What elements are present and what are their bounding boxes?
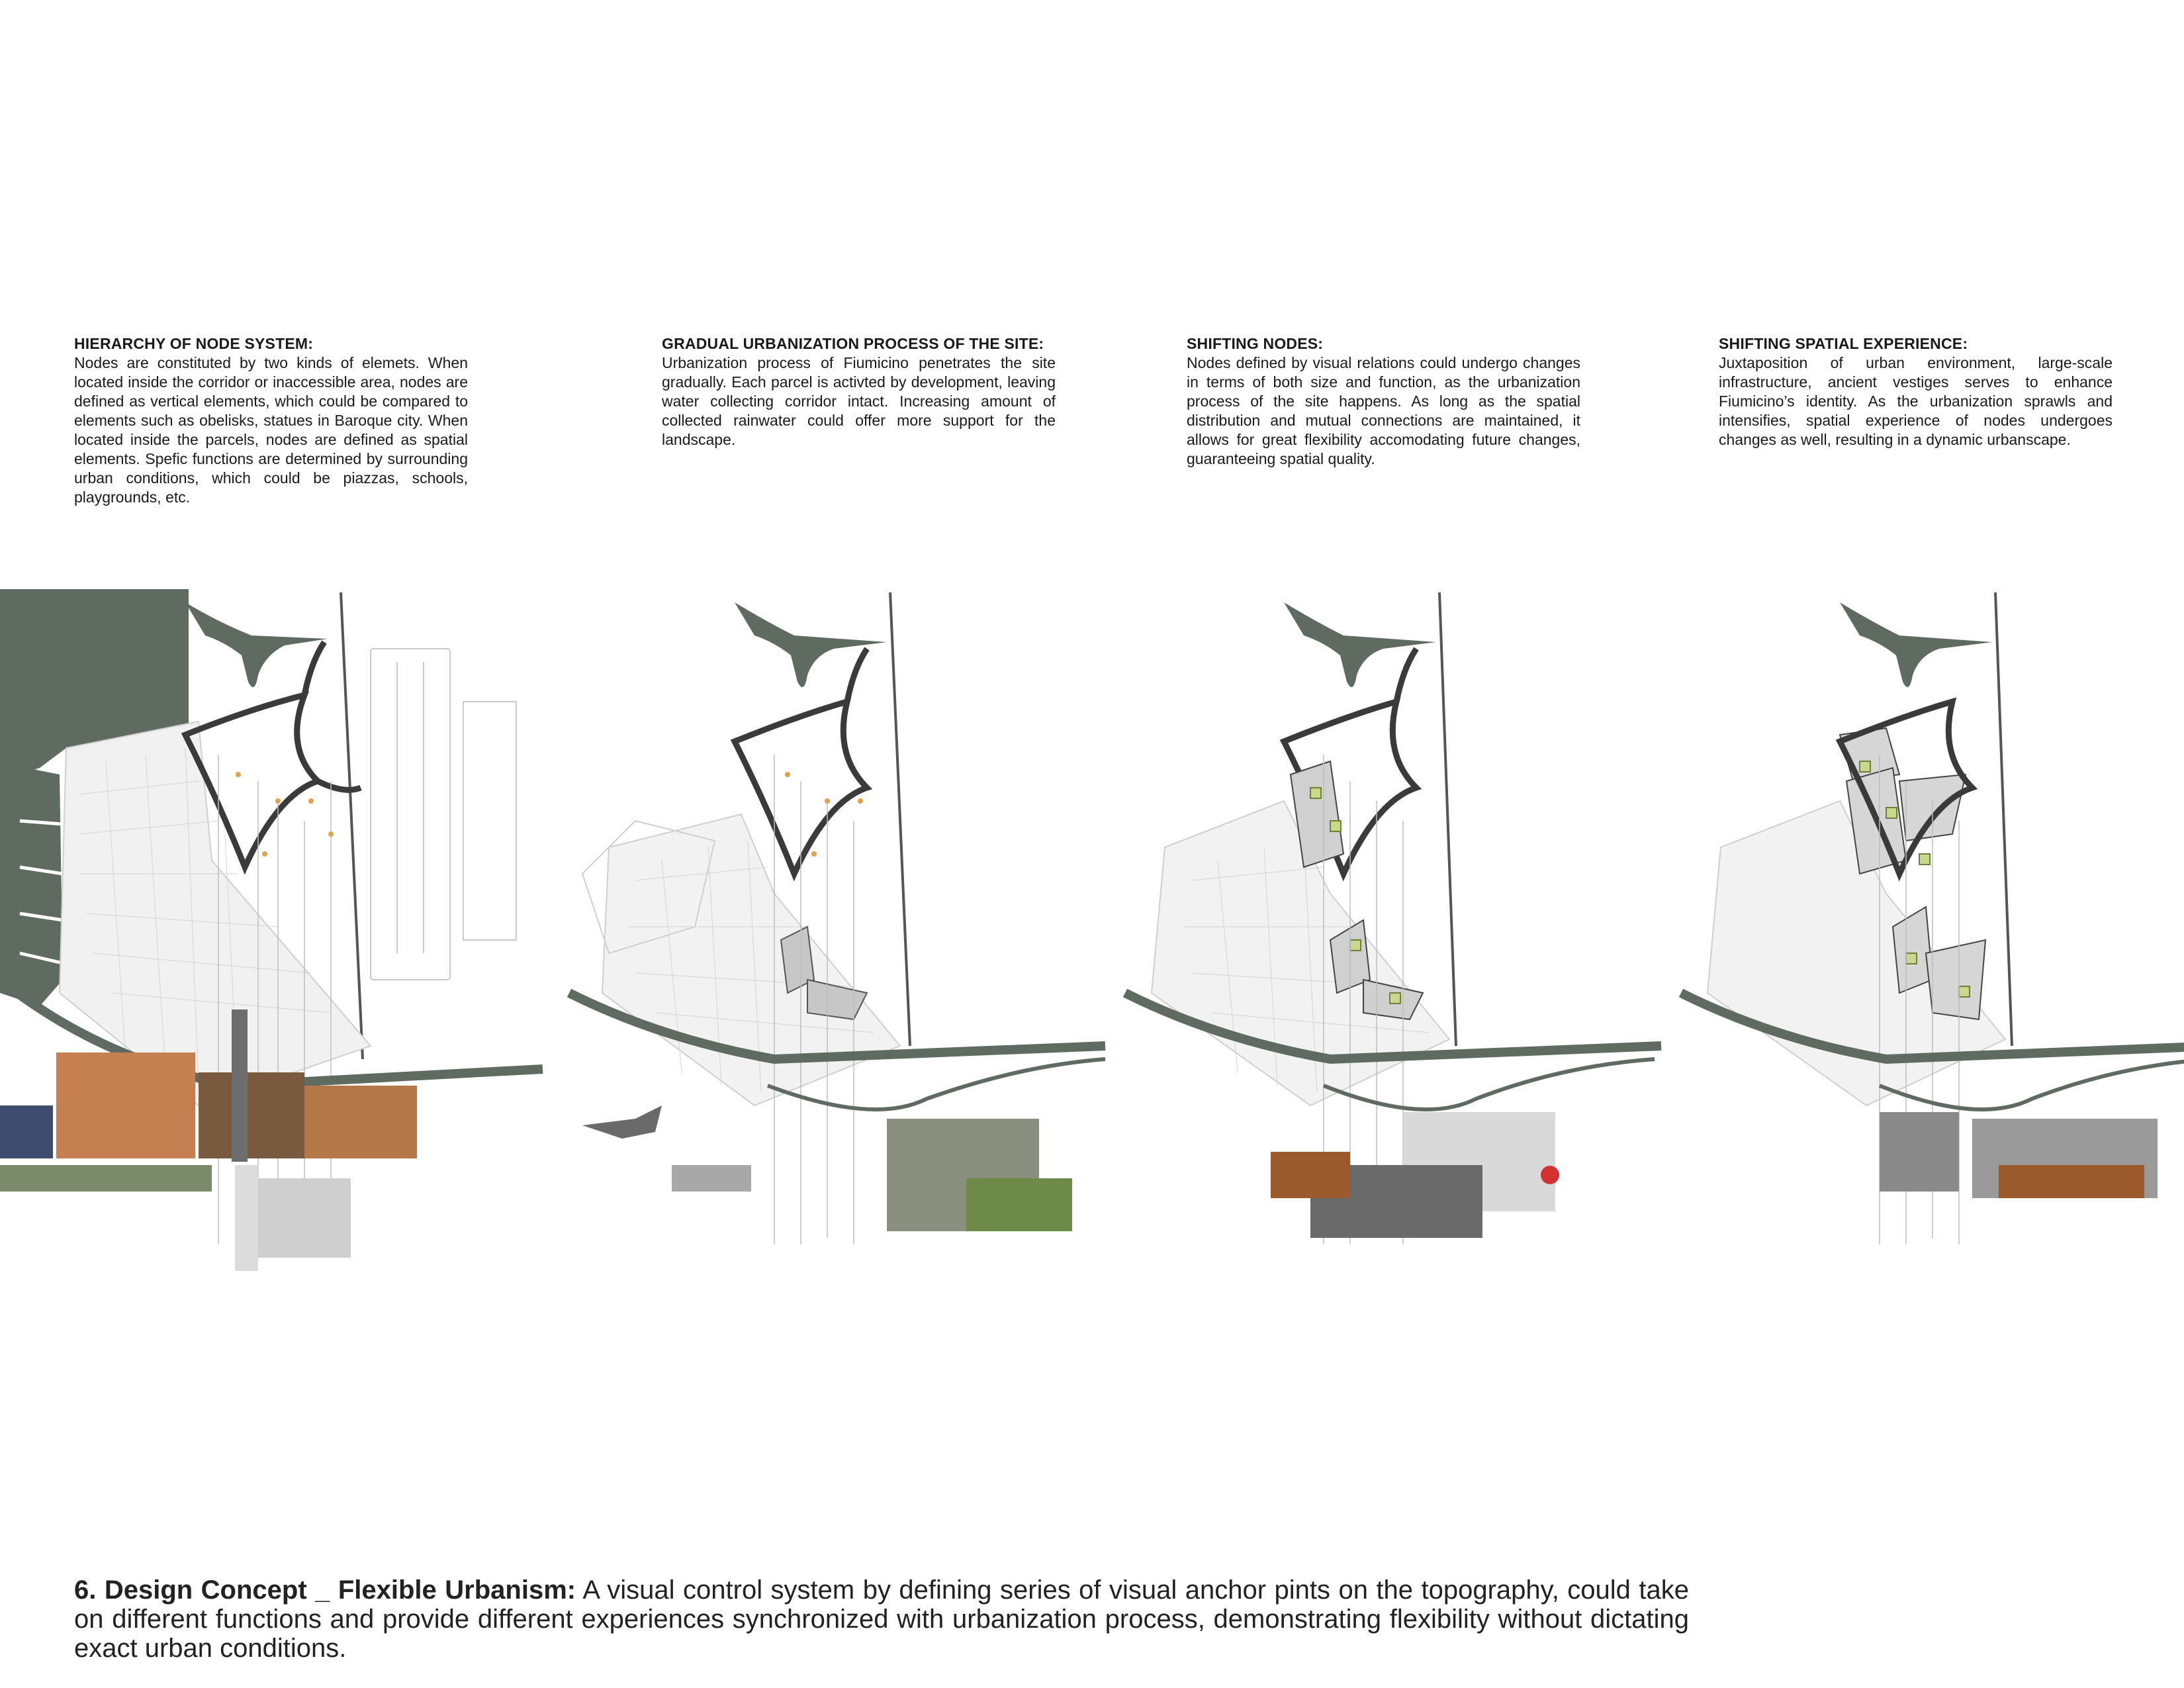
diagram-panel-spatial-experience — [1668, 583, 2184, 1324]
photo-lawn — [966, 1178, 1072, 1231]
photo-cars — [672, 1165, 751, 1192]
section-body: Nodes defined by visual relations could … — [1187, 354, 1580, 467]
caption-text: A visual control system by defining seri… — [74, 1575, 1689, 1663]
photo-sepia-figures — [1271, 1152, 1350, 1198]
site-map-diagram — [0, 589, 543, 1271]
obelisk-shape — [232, 1009, 248, 1162]
section-body: Nodes are constituted by two kinds of el… — [74, 354, 468, 506]
harbour-piers — [19, 819, 64, 965]
photo-statues — [199, 1072, 304, 1158]
photo-landscape — [304, 1086, 417, 1158]
coastline — [1122, 988, 1662, 1064]
coastline — [567, 988, 1106, 1064]
photo-sepia-street — [1999, 1165, 2144, 1198]
highway-axis — [889, 592, 911, 1047]
design-concept-caption: 6. Design Concept _ Flexible Urbanism: A… — [74, 1575, 1689, 1663]
diagram-panel-shifting-nodes — [1112, 583, 1674, 1324]
coastline — [1678, 988, 2184, 1064]
river-line — [766, 1057, 1106, 1111]
section-heading: SHIFTING NODES: — [1187, 335, 1324, 352]
site-map-diagram — [1678, 592, 2184, 1244]
river-line — [1878, 1059, 2184, 1111]
photo-street-scene — [56, 1053, 195, 1158]
urban-fabric — [601, 813, 901, 1107]
section-shifting-nodes: SHIFTING NODES: Nodes defined by visual … — [1187, 334, 1580, 469]
section-spatial-experience: SHIFTING SPATIAL EXPERIENCE: Juxtapositi… — [1719, 334, 2113, 449]
diagram-panel-urbanization — [556, 583, 1118, 1324]
lagoon-shape — [1840, 602, 1992, 687]
photo-pines — [0, 1165, 212, 1192]
highway-axis — [340, 592, 364, 1060]
highway-axis — [1994, 592, 2013, 1047]
airport-outline — [581, 820, 716, 955]
caption-title: 6. Design Concept _ Flexible Urbanism: — [74, 1575, 576, 1605]
section-body: Urbanization process of Fiumicino penetr… — [662, 354, 1056, 448]
highway-axis — [1438, 592, 1457, 1047]
developed-parcels — [780, 925, 868, 1021]
node-points — [785, 772, 863, 857]
section-urbanization: GRADUAL URBANIZATION PROCESS OF THE SITE… — [662, 334, 1056, 449]
diagram-panel-hierarchy — [0, 583, 563, 1324]
lagoon-shape — [1284, 602, 1436, 687]
airport-runways — [370, 648, 517, 980]
river-line — [1322, 1057, 1655, 1111]
site-map-diagram — [567, 592, 1106, 1244]
red-balloon — [1541, 1166, 1559, 1184]
visual-lines — [218, 755, 332, 1244]
airplane-shape — [582, 1105, 662, 1139]
lagoon-shape — [185, 602, 328, 687]
section-heading: GRADUAL URBANIZATION PROCESS OF THE SITE… — [662, 335, 1044, 352]
street-grid — [79, 747, 332, 1100]
water-corridor — [181, 640, 362, 875]
section-heading: HIERARCHY OF NODE SYSTEM: — [74, 335, 314, 352]
figure-silhouette — [235, 1165, 258, 1271]
lagoon-shape — [735, 602, 887, 687]
harbour-mass — [0, 768, 63, 1006]
visual-lines — [774, 755, 854, 1244]
site-map-diagram — [1122, 592, 1662, 1244]
photo-tent — [0, 1105, 53, 1158]
section-hierarchy: HIERARCHY OF NODE SYSTEM: Nodes are cons… — [74, 334, 468, 507]
section-body: Juxtaposition of urban environment, larg… — [1719, 354, 2113, 448]
node-points — [236, 772, 334, 857]
photo-palm-villa — [1880, 1112, 1959, 1192]
section-heading: SHIFTING SPATIAL EXPERIENCE: — [1719, 335, 1968, 352]
